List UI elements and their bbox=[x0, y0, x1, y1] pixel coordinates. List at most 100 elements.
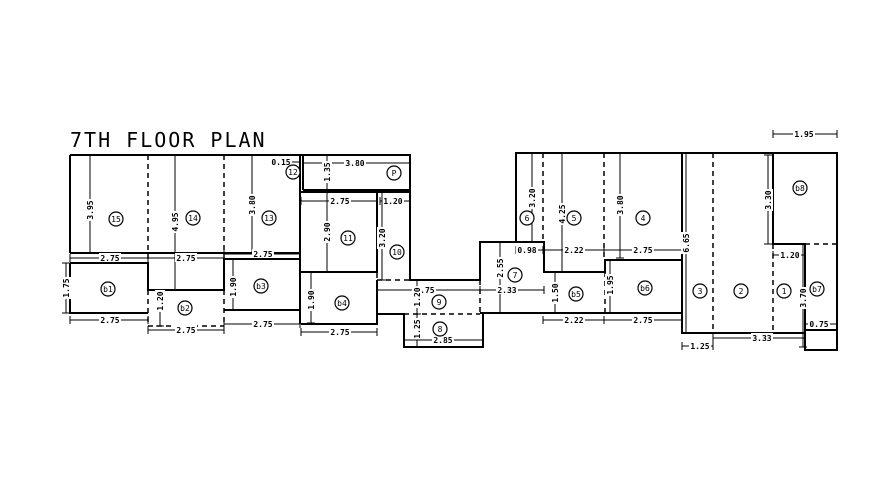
dimension-label-bg bbox=[751, 333, 773, 342]
dimension: 3.95 bbox=[85, 154, 95, 254]
dimension-label-bg bbox=[550, 282, 560, 304]
dimension: 3.80 bbox=[302, 158, 411, 168]
room-marker: 9 bbox=[431, 294, 447, 310]
dimension-label-bg bbox=[175, 325, 197, 334]
dimension-label-bg bbox=[247, 194, 257, 216]
dimension-label-bg bbox=[563, 315, 585, 324]
room-circle bbox=[519, 210, 535, 226]
room-marker: 11 bbox=[340, 230, 356, 246]
dimension-label-bg bbox=[793, 129, 815, 138]
dimension-label-bg bbox=[99, 253, 121, 262]
dimensions: 3.952.754.952.753.802.750.151.752.751.20… bbox=[61, 129, 838, 351]
dimension: 2.75 bbox=[603, 315, 683, 325]
dimension: 3.20 bbox=[527, 152, 537, 243]
dimension-label-bg bbox=[412, 318, 422, 340]
dimension-label-bg bbox=[170, 211, 180, 233]
drawing-title: 7TH FLOOR PLAN bbox=[70, 128, 267, 152]
wall-segment bbox=[301, 280, 378, 325]
room-marker: 2 bbox=[733, 283, 749, 299]
dimension-label-bg bbox=[496, 285, 518, 294]
room-circle bbox=[809, 281, 825, 297]
dimension-label-bg bbox=[414, 285, 436, 294]
room-circle bbox=[185, 210, 201, 226]
dimension-label-bg bbox=[681, 232, 691, 254]
dimension: 1.90 bbox=[228, 258, 238, 311]
room-marker: P bbox=[386, 165, 402, 181]
dimension: 2.75 bbox=[69, 253, 149, 263]
dimension-label: 3.70 bbox=[799, 288, 808, 307]
room-marker: b5 bbox=[568, 286, 584, 302]
room-number: 2 bbox=[739, 287, 744, 296]
dimension-label-bg bbox=[322, 161, 332, 183]
dimension-label: 1.25 bbox=[413, 319, 422, 338]
dimension: 1.20 bbox=[772, 250, 806, 260]
dimension: 3.30 bbox=[763, 154, 773, 245]
dimension: 2.90 bbox=[322, 191, 332, 273]
room-circle bbox=[177, 300, 193, 316]
room-marker: 6 bbox=[519, 210, 535, 226]
wall-segment bbox=[301, 191, 682, 281]
room-marker: 3 bbox=[692, 283, 708, 299]
room-marker: b6 bbox=[637, 280, 653, 296]
room-marker: b3 bbox=[253, 278, 269, 294]
room-circle bbox=[253, 278, 269, 294]
dimension: 3.20 bbox=[377, 191, 387, 281]
dimension: 1.95 bbox=[772, 129, 838, 139]
dimension: 2.75 bbox=[300, 327, 378, 337]
dimension-label: 2.55 bbox=[496, 258, 505, 277]
dimension-label: 3.20 bbox=[378, 228, 387, 247]
dimension-label: 3.80 bbox=[345, 159, 364, 168]
dimension-label: 2.90 bbox=[323, 222, 332, 241]
dimension-label: 2.75 bbox=[330, 197, 349, 206]
dimension-label-bg bbox=[689, 341, 711, 350]
dimension-label-bg bbox=[252, 319, 274, 328]
wall-segment bbox=[70, 154, 411, 191]
room-number: 15 bbox=[111, 215, 121, 224]
dimension-label: 6.65 bbox=[682, 233, 691, 252]
room-marker: 5 bbox=[566, 210, 582, 226]
dimension: 1.75 bbox=[61, 262, 71, 314]
dimension: 2.85 bbox=[403, 335, 484, 345]
room-marker: 8 bbox=[432, 321, 448, 337]
room-circle bbox=[635, 210, 651, 226]
dimension: 4.25 bbox=[557, 152, 567, 273]
dimension-label: 2.75 bbox=[330, 328, 349, 337]
room-circle bbox=[792, 180, 808, 196]
dimension-label: 2.85 bbox=[433, 336, 452, 345]
room-circle bbox=[431, 294, 447, 310]
dimension-label: 2.75 bbox=[100, 254, 119, 263]
dimension: 1.35 bbox=[322, 154, 332, 191]
room-marker: b2 bbox=[177, 300, 193, 316]
dimension-label-bg bbox=[605, 274, 615, 296]
dimension-label: 3.75 bbox=[415, 286, 434, 295]
room-circle bbox=[692, 283, 708, 299]
room-circle bbox=[386, 165, 402, 181]
room-number: b3 bbox=[256, 282, 266, 291]
room-circle bbox=[566, 210, 582, 226]
room-number: 7 bbox=[513, 271, 518, 280]
dimension: 4.95 bbox=[170, 154, 180, 291]
room-marker: 1 bbox=[776, 283, 792, 299]
dimension-label-bg bbox=[329, 196, 351, 205]
room-number: 13 bbox=[264, 214, 274, 223]
dimension-label-bg bbox=[270, 157, 292, 166]
dimension: 1.50 bbox=[550, 271, 560, 314]
dimension-label-bg bbox=[412, 286, 422, 308]
dimension-label-bg bbox=[175, 253, 197, 262]
dimension-label: 3.95 bbox=[86, 200, 95, 219]
room-marker: 10 bbox=[389, 244, 405, 260]
dimension-label-bg bbox=[615, 194, 625, 216]
room-marker: b7 bbox=[809, 281, 825, 297]
room-number: b4 bbox=[337, 299, 347, 308]
dimension-label-bg bbox=[632, 315, 654, 324]
dimension-label-bg bbox=[228, 276, 238, 298]
room-number: 3 bbox=[698, 287, 703, 296]
dimension-label: 2.75 bbox=[100, 316, 119, 325]
room-number: P bbox=[392, 169, 397, 178]
dimension-label: 1.95 bbox=[794, 130, 813, 139]
walls bbox=[69, 152, 838, 351]
room-marker: b1 bbox=[100, 281, 116, 297]
dimension: 3.80 bbox=[247, 154, 257, 254]
